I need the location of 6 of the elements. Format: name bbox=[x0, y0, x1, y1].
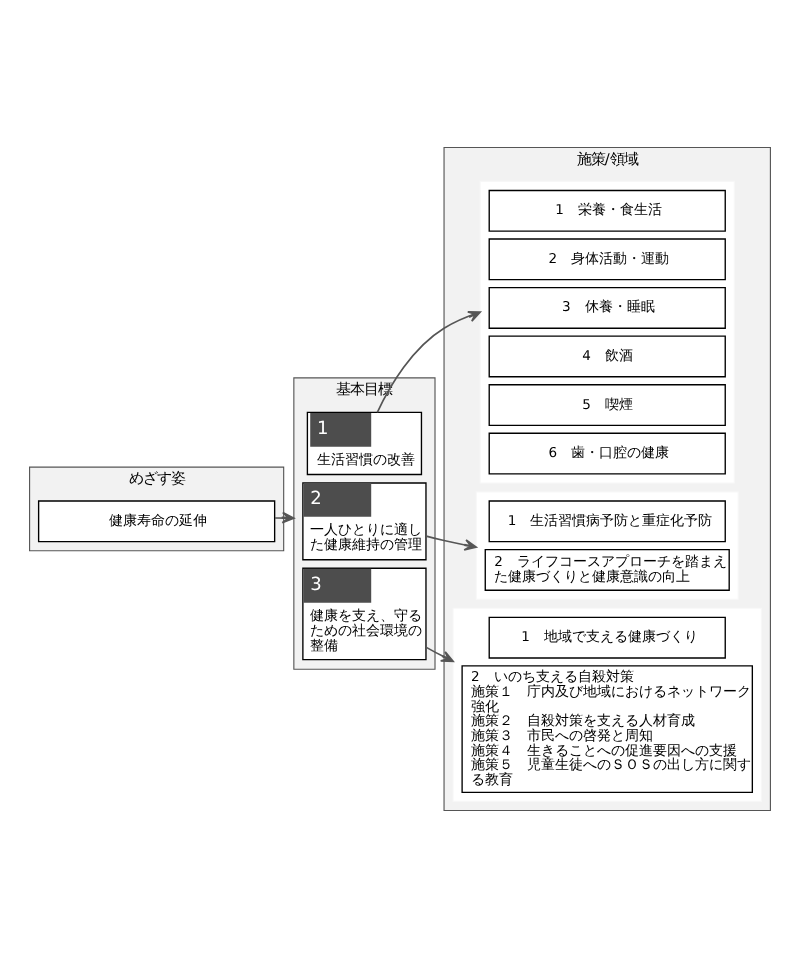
cluster bbox=[475, 490, 739, 599]
arrow bbox=[425, 534, 478, 550]
arrow bbox=[425, 645, 454, 662]
cluster bbox=[452, 606, 762, 801]
cluster bbox=[479, 179, 735, 483]
arrow bbox=[376, 310, 482, 413]
